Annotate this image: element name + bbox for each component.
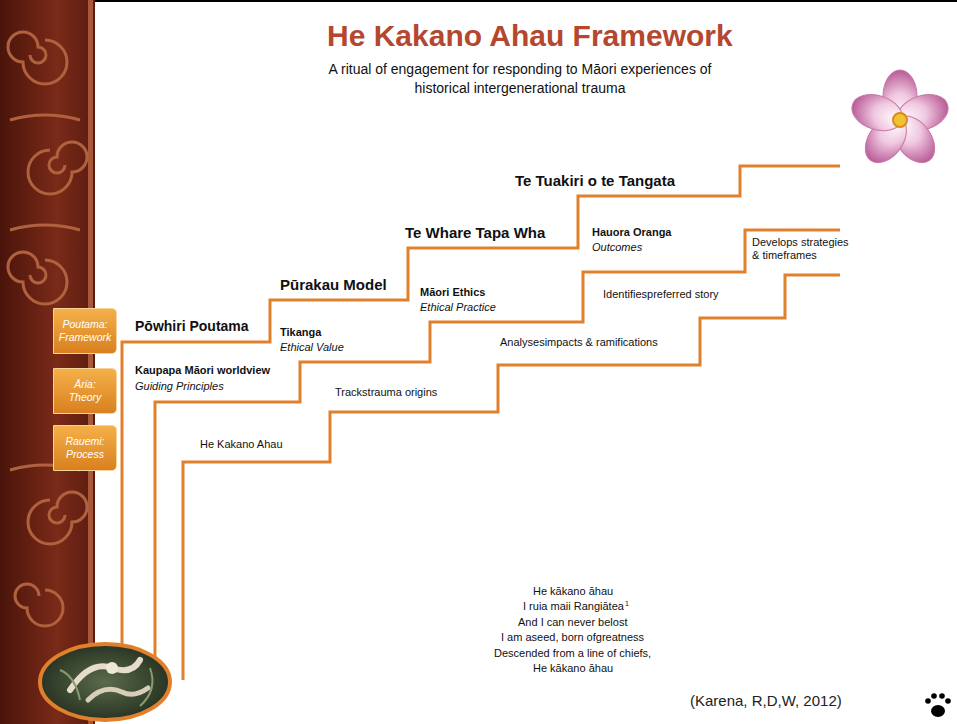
framework-stair — [122, 166, 840, 680]
tab-label: Poutama: Framework — [58, 318, 112, 344]
seed-illustration — [40, 644, 170, 720]
framework-step: Te Whare Tapa Wha — [405, 224, 545, 242]
theory-subtitle: Guiding Principles — [135, 380, 224, 393]
theory-step: Kaupapa Māori worldview — [135, 364, 270, 377]
poem-line: I am aseed, born ofgreatness — [501, 631, 644, 644]
koru-spiral — [8, 252, 67, 304]
process-step: Develops strategies & timeframes — [752, 236, 854, 262]
tab-label: Āria: Theory — [58, 378, 112, 404]
process-stair — [183, 275, 840, 680]
seed-circle — [40, 644, 170, 720]
tab-label: Rauemi: Process — [58, 435, 112, 461]
poem-line: He kākano āhau — [533, 662, 613, 675]
poem-line: Descended from a line of chiefs, — [494, 647, 651, 660]
tab-box: Poutama: Framework — [53, 308, 117, 354]
seed-figure — [88, 688, 148, 700]
poem-line: I ruia maii Rangiātea — [523, 600, 624, 613]
process-step: He Kakano Ahau — [200, 438, 283, 451]
flower-illustration — [847, 70, 953, 170]
slide-title: He Kakano Ahau Framework — [327, 18, 733, 54]
poem-line: He kākano āhau — [533, 585, 613, 598]
strip-edge — [88, 0, 93, 724]
framework-step: Pōwhiri Poutama — [135, 318, 249, 335]
theory-subtitle: Ethical Value — [280, 341, 344, 354]
flower-petal — [847, 88, 907, 136]
theory-subtitle: Ethical Practice — [420, 301, 496, 314]
paw-toe — [931, 693, 937, 699]
carved-ridge — [10, 115, 80, 470]
theory-step: Hauora Oranga — [592, 226, 671, 239]
paw-pad — [931, 705, 945, 717]
koru-spiral — [15, 584, 63, 626]
citation: (Karena, R,D,W, 2012) — [690, 692, 842, 710]
footnote-mark: 1 — [625, 600, 629, 608]
top-frame — [0, 0, 957, 2]
koru-spiral — [28, 492, 87, 544]
theory-step: Tikanga — [280, 326, 321, 339]
paw-toe — [939, 693, 945, 699]
poem-line: And I can never belost — [518, 616, 627, 629]
flower-centre — [893, 113, 907, 127]
process-step: Analysesimpacts & ramifications — [500, 336, 658, 349]
paw-toe — [945, 698, 951, 704]
theory-step: Māori Ethics — [420, 286, 485, 299]
theory-stair — [155, 230, 840, 680]
koru-spiral — [8, 32, 67, 84]
paw-icon — [925, 693, 951, 717]
theory-subtitle: Outcomes — [592, 241, 642, 254]
paw-toe — [925, 698, 931, 704]
process-step: Identifiespreferred story — [603, 288, 719, 301]
seed-figure — [70, 660, 140, 690]
koru-spiral — [28, 142, 87, 194]
carved-strip — [0, 0, 95, 724]
seed-roots — [60, 668, 152, 706]
tab-box: Rauemi: Process — [53, 425, 117, 471]
process-step: Trackstrauma origins — [335, 386, 437, 399]
framework-step: Pūrakau Model — [280, 276, 387, 294]
seed-figure-head — [106, 662, 118, 674]
subtitle: A ritual of engagement for responding to… — [310, 60, 730, 98]
tab-box: Āria: Theory — [53, 368, 117, 414]
framework-step: Te Tuakiri o te Tangata — [515, 172, 675, 190]
poutama-stairs — [122, 166, 840, 680]
